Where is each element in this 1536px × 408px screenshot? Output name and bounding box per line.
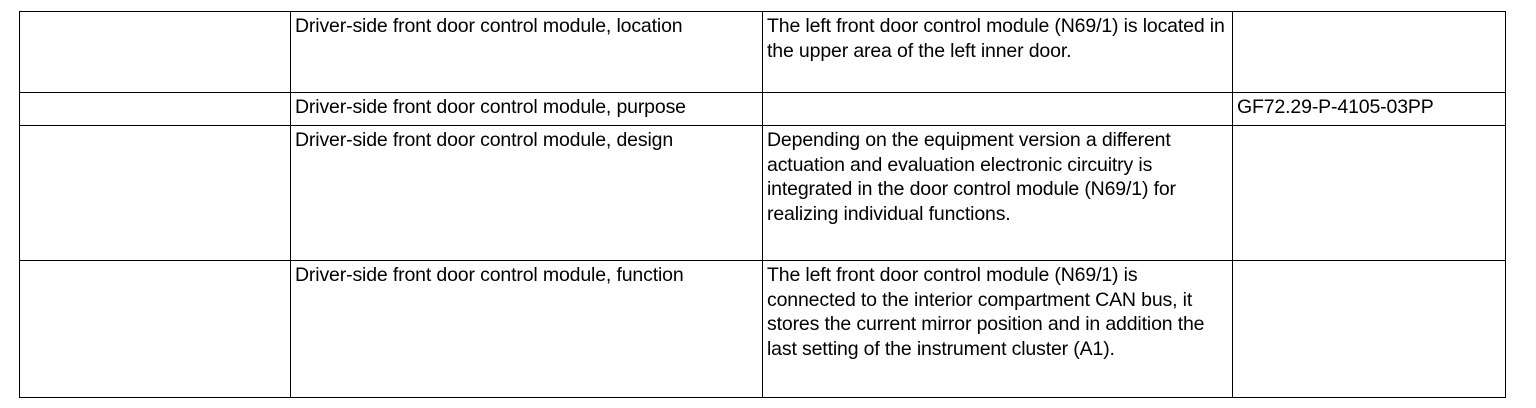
topic-text: Driver-side front door control module, l… xyxy=(295,15,683,37)
row-blank-cell xyxy=(19,92,291,126)
table-row-design: Driver-side front door control module, d… xyxy=(19,125,1506,261)
reference-link[interactable]: GF72.29-P-4105-03PP xyxy=(1237,96,1434,118)
row-blank-cell xyxy=(19,11,291,93)
description-cell: The left front door control module (N69/… xyxy=(762,260,1233,398)
reference-cell: GF72.29-P-4105-03PP xyxy=(1232,92,1506,126)
description-text: The left front door control module (N69/… xyxy=(767,264,1205,360)
row-blank-cell xyxy=(19,260,291,398)
topic-cell: Driver-side front door control module, l… xyxy=(290,11,763,93)
topic-cell: Driver-side front door control module, p… xyxy=(290,92,763,126)
row-blank-cell xyxy=(19,125,291,261)
description-cell: The left front door control module (N69/… xyxy=(762,11,1233,93)
description-cell: Depending on the equipment version a dif… xyxy=(762,125,1233,261)
document-table: Driver-side front door control module, l… xyxy=(19,11,1506,398)
description-text: The left front door control module (N69/… xyxy=(767,15,1225,62)
reference-cell xyxy=(1232,125,1506,261)
topic-text: Driver-side front door control module, f… xyxy=(295,264,684,286)
table-row-location: Driver-side front door control module, l… xyxy=(19,11,1506,93)
topic-cell: Driver-side front door control module, f… xyxy=(290,260,763,398)
reference-cell xyxy=(1232,11,1506,93)
description-text: Depending on the equipment version a dif… xyxy=(767,129,1176,225)
topic-text: Driver-side front door control module, d… xyxy=(295,129,674,151)
table-row-purpose: Driver-side front door control module, p… xyxy=(19,92,1506,126)
topic-cell: Driver-side front door control module, d… xyxy=(290,125,763,261)
table-row-function: Driver-side front door control module, f… xyxy=(19,260,1506,398)
description-cell xyxy=(762,92,1233,126)
reference-cell xyxy=(1232,260,1506,398)
topic-text: Driver-side front door control module, p… xyxy=(295,96,686,118)
